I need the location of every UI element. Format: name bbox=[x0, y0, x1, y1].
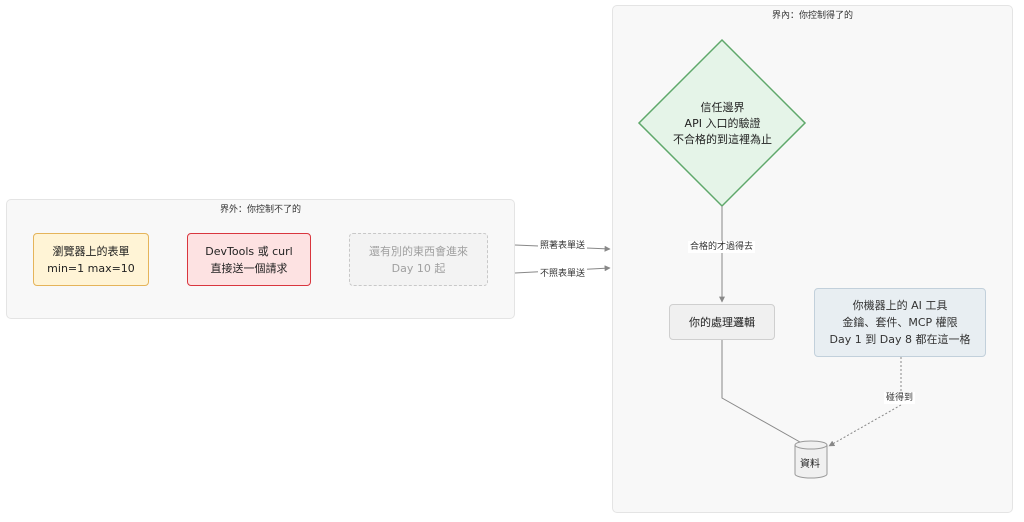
logic-node: 你的處理邏輯 bbox=[669, 304, 775, 340]
ai-tools-line2: 金鑰、套件、MCP 權限 bbox=[842, 316, 958, 329]
inside-cluster-title: 界內：你控制得了的 bbox=[771, 11, 853, 21]
others-line1: 還有別的東西會進來 bbox=[369, 244, 468, 258]
edge-label-not-follow-form: 不照表單送 bbox=[538, 268, 588, 280]
trust-boundary-text: 信任邊界 API 入口的驗證 不合格的到這裡為止 bbox=[640, 100, 805, 148]
others-line2: Day 10 起 bbox=[391, 261, 446, 275]
edge-logic-db bbox=[721, 340, 808, 447]
devtools-node: DevTools 或 curl 直接送一個請求 bbox=[187, 233, 311, 286]
browser-form-node: 瀏覽器上的表單 min=1 max=10 bbox=[33, 233, 149, 286]
edge-label-follow-form: 照著表單送 bbox=[538, 240, 588, 252]
browser-form-line1: 瀏覽器上的表單 bbox=[52, 244, 130, 258]
trust-boundary-line3: 不合格的到這裡為止 bbox=[673, 133, 772, 146]
ai-tools-node: 你機器上的 AI 工具 金鑰、套件、MCP 權限 Day 1 到 Day 8 都… bbox=[814, 288, 986, 357]
devtools-line1: DevTools 或 curl bbox=[205, 244, 293, 258]
ai-tools-line1: 你機器上的 AI 工具 bbox=[852, 299, 948, 312]
outside-cluster-title: 界外：你控制不了的 bbox=[219, 205, 301, 215]
ai-tools-line3: Day 1 到 Day 8 都在這一格 bbox=[829, 333, 971, 346]
edge-reaches bbox=[828, 357, 902, 447]
edge-label-passed: 合格的才過得去 bbox=[688, 241, 756, 253]
database-cylinder bbox=[794, 440, 828, 479]
logic-label: 你的處理邏輯 bbox=[689, 315, 755, 329]
others-node: 還有別的東西會進來 Day 10 起 bbox=[349, 233, 488, 286]
devtools-line2: 直接送一個請求 bbox=[210, 261, 288, 275]
trust-boundary-line1: 信任邊界 bbox=[700, 101, 745, 114]
trust-boundary-line2: API 入口的驗證 bbox=[684, 117, 761, 130]
edge-label-reaches: 碰得到 bbox=[884, 392, 916, 404]
browser-form-line2: min=1 max=10 bbox=[47, 261, 135, 275]
database-label: 資料 bbox=[800, 459, 820, 470]
